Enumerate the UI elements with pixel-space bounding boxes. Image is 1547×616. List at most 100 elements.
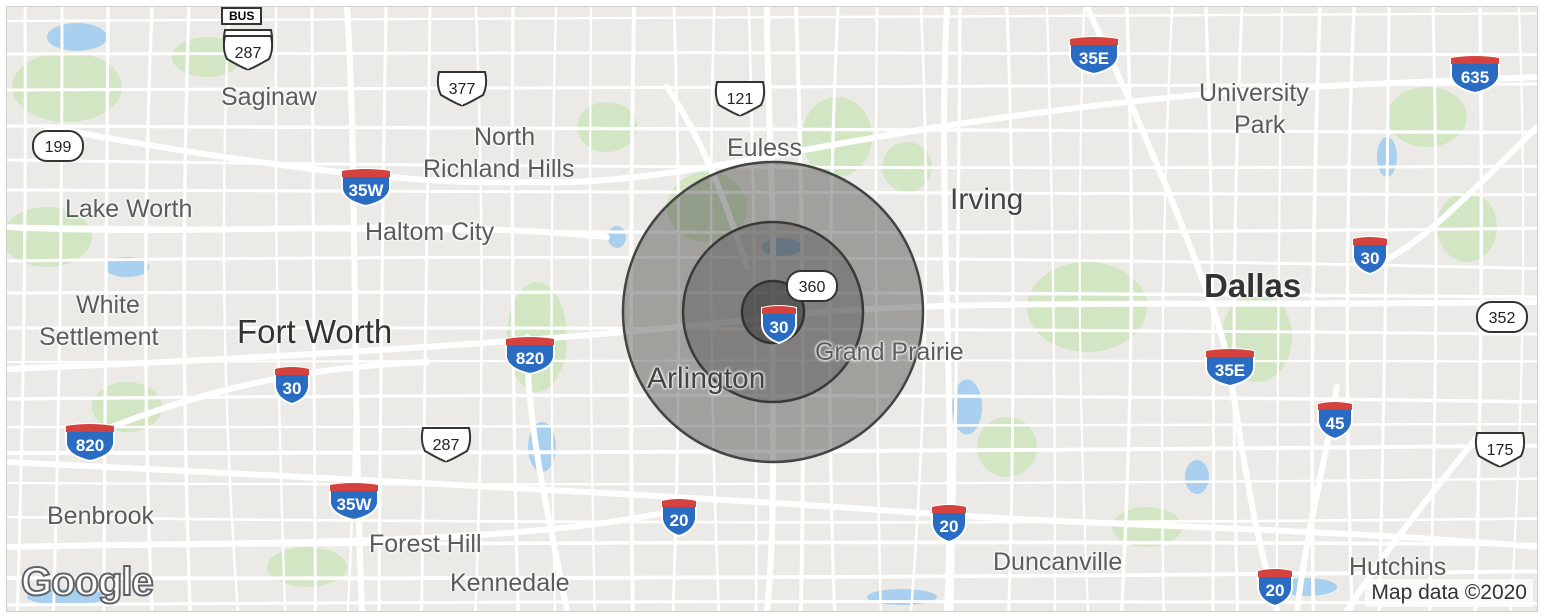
- svg-text:635: 635: [1461, 68, 1489, 87]
- water-body: [952, 379, 982, 435]
- park-area: [12, 52, 122, 122]
- place-label-park: Park: [1234, 111, 1286, 139]
- svg-text:30: 30: [770, 318, 789, 337]
- major-road: [84, 359, 430, 440]
- place-label-north: North: [474, 123, 536, 151]
- svg-text:175: 175: [1487, 442, 1514, 459]
- route-shield-interstate: 820: [503, 335, 557, 380]
- place-label-settlement: Settlement: [39, 323, 159, 351]
- water-body: [1185, 460, 1209, 494]
- route-shield-note: BUS: [221, 7, 263, 25]
- place-label-lake-worth: Lake Worth: [65, 195, 193, 223]
- route-shield-interstate: 820: [63, 422, 117, 467]
- major-road: [7, 509, 670, 550]
- place-label-kennedale: Kennedale: [450, 569, 570, 597]
- minor-road: [1005, 7, 1015, 611]
- svg-text:377: 377: [449, 81, 476, 98]
- route-shield-interstate: 635: [1448, 54, 1502, 99]
- major-road: [1344, 434, 1480, 611]
- major-road: [7, 459, 1537, 550]
- route-shield-interstate: 20: [659, 497, 699, 542]
- map-attribution[interactable]: Map data ©2020: [1365, 579, 1533, 607]
- route-shield-us: 377: [435, 69, 489, 112]
- minor-road: [510, 7, 520, 611]
- park-area: [267, 547, 347, 587]
- svg-text:820: 820: [76, 436, 104, 455]
- svg-text:35W: 35W: [349, 181, 385, 200]
- minor-road: [377, 7, 388, 611]
- svg-text:20: 20: [1266, 581, 1285, 600]
- minor-road: [274, 7, 287, 611]
- minor-road: [1377, 7, 1391, 611]
- place-label-duncanville: Duncanville: [993, 548, 1123, 576]
- route-shield-us: 175: [1473, 430, 1527, 473]
- svg-text:287: 287: [433, 437, 460, 454]
- route-shield-interstate: 30: [759, 304, 799, 349]
- place-label-university: University: [1199, 79, 1309, 107]
- route-shield-interstate: 35W: [339, 167, 393, 212]
- park-area: [1437, 192, 1497, 262]
- minor-road: [1345, 7, 1356, 611]
- place-label-dallas: Dallas: [1204, 267, 1302, 304]
- water-body: [47, 23, 107, 51]
- place-label-hutchins: Hutchins: [1349, 553, 1447, 581]
- svg-text:30: 30: [283, 379, 302, 398]
- water-body: [608, 226, 626, 248]
- minor-road: [629, 7, 636, 611]
- map-view[interactable]: Saginaw North Richland Hills Euless Univ…: [6, 6, 1538, 612]
- route-shield-interstate: 20: [1255, 567, 1295, 611]
- svg-text:45: 45: [1326, 414, 1345, 433]
- place-label-irving: Irving: [950, 183, 1024, 216]
- route-shield-interstate: 20: [929, 503, 969, 548]
- minor-road: [7, 600, 1537, 607]
- major-road: [7, 224, 610, 240]
- svg-text:20: 20: [940, 517, 959, 536]
- route-shield-us: 121: [713, 79, 767, 122]
- route-shield-state: 360: [785, 269, 839, 308]
- svg-text:20: 20: [670, 511, 689, 530]
- major-road: [664, 84, 750, 270]
- place-label-euless: Euless: [727, 134, 803, 162]
- place-label-grand-prairie: Grand Prairie: [815, 338, 964, 366]
- place-label-benbrook: Benbrook: [47, 502, 155, 530]
- route-shield-interstate: 45: [1315, 400, 1355, 445]
- place-label-richland-hills: Richland Hills: [423, 155, 575, 183]
- svg-text:35W: 35W: [337, 495, 373, 514]
- park-area: [7, 207, 92, 267]
- route-shield-us: 287: [419, 425, 473, 468]
- minor-road: [1045, 7, 1057, 611]
- minor-road: [143, 7, 154, 611]
- svg-text:30: 30: [1361, 249, 1380, 268]
- minor-road: [222, 7, 239, 611]
- water-body: [104, 257, 150, 277]
- place-label-forest-hill: Forest Hill: [369, 530, 482, 558]
- place-label-fort-worth: Fort Worth: [237, 313, 393, 350]
- minor-road: [420, 7, 432, 611]
- svg-text:360: 360: [799, 279, 826, 296]
- place-label-saginaw: Saginaw: [221, 83, 317, 111]
- place-label-arlington: Arlington: [647, 362, 766, 395]
- route-shield-interstate: 30: [1350, 235, 1390, 280]
- minor-road: [310, 7, 317, 611]
- svg-text:820: 820: [516, 349, 544, 368]
- svg-text:199: 199: [45, 139, 72, 156]
- svg-text:352: 352: [1489, 310, 1516, 327]
- minor-road: [828, 7, 840, 611]
- minor-road: [182, 7, 192, 611]
- svg-text:35E: 35E: [1215, 361, 1245, 380]
- svg-text:121: 121: [727, 91, 754, 108]
- svg-text:287: 287: [235, 45, 262, 62]
- major-road: [524, 74, 1537, 186]
- route-shield-us: 287: [221, 33, 275, 76]
- park-area: [802, 97, 872, 177]
- route-shield-state: 199: [31, 129, 85, 168]
- route-shield-interstate: 35W: [327, 481, 381, 526]
- minor-road: [1078, 7, 1090, 611]
- place-label-white: White: [76, 291, 140, 319]
- park-area: [977, 417, 1037, 477]
- route-shield-interstate: 30: [272, 365, 312, 410]
- route-shield-state: 352: [1475, 300, 1529, 339]
- major-road: [44, 124, 530, 186]
- route-shield-interstate: 35E: [1067, 35, 1121, 80]
- place-label-haltom-city: Haltom City: [365, 218, 495, 246]
